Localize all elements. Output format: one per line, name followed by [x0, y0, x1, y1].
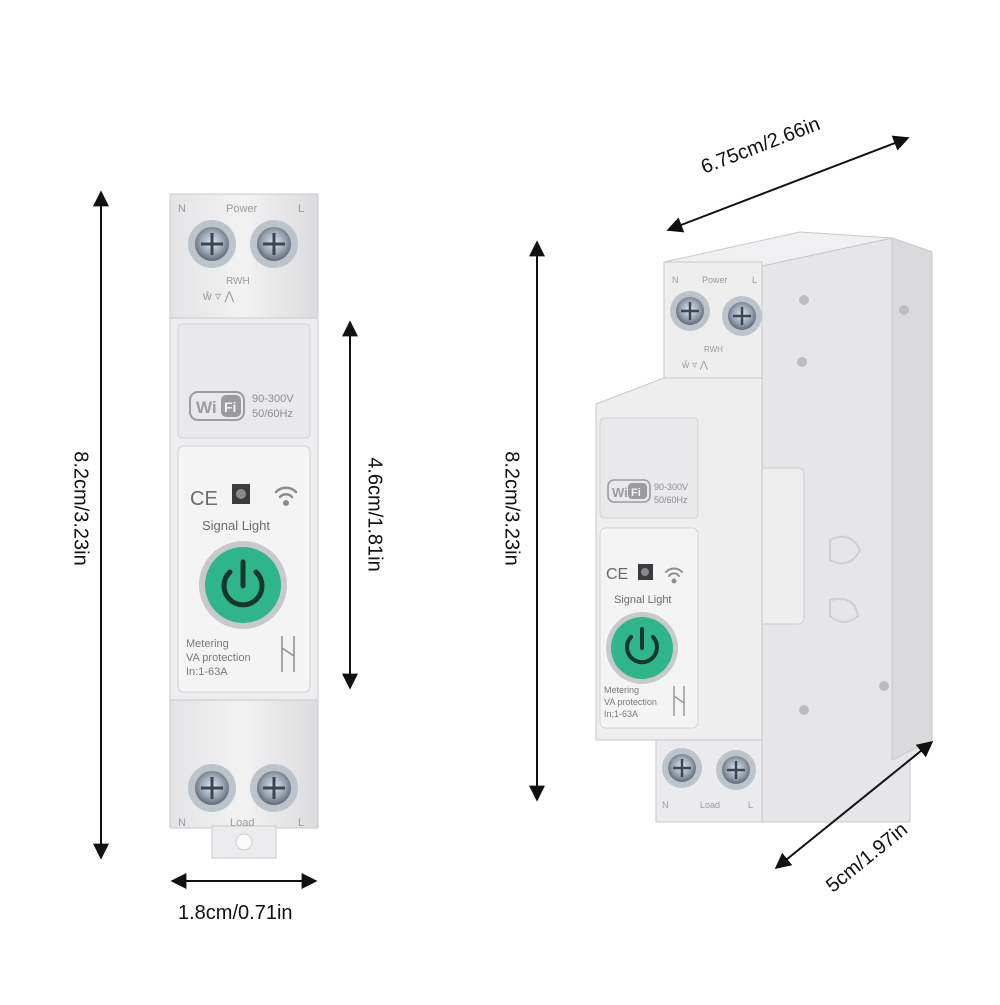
- screw-icon: [670, 291, 710, 331]
- svg-text:RWH: RWH: [704, 345, 723, 354]
- svg-text:ŵ ▿ ⋀: ŵ ▿ ⋀: [681, 360, 709, 371]
- wifi-logo: Wi Fi: [607, 479, 651, 503]
- svg-text:Fi: Fi: [631, 487, 641, 499]
- metering-label: Metering: [186, 638, 229, 650]
- frequency-rating: 50/60Hz: [252, 408, 293, 420]
- svg-text:Fi: Fi: [224, 399, 236, 415]
- side-depth-arrow: [666, 135, 910, 233]
- svg-text:ŵ ▿ ⋀: ŵ ▿ ⋀: [202, 289, 234, 303]
- screw-icon: [188, 220, 236, 268]
- front-device: N Power L RWH ŵ ▿ ⋀ Wi Fi 90-300V 50/60H…: [169, 193, 319, 859]
- screw-icon: [250, 220, 298, 268]
- side-width-arrow: [774, 740, 934, 870]
- power-button[interactable]: [199, 541, 287, 629]
- screw-icon: [716, 750, 756, 790]
- svg-text:50/60Hz: 50/60Hz: [654, 495, 688, 505]
- screw-icon: [250, 764, 298, 812]
- svg-text:L: L: [748, 800, 753, 810]
- bottom-left-terminal-label: N: [178, 817, 186, 829]
- svg-text:Metering: Metering: [604, 685, 639, 695]
- screw-icon: [188, 764, 236, 812]
- wifi-signal-icon: [665, 567, 683, 584]
- screw-icon: [722, 296, 762, 336]
- side-device: N Power L RWH ŵ ▿ ⋀ Wi Fi 90-300V 50/60H…: [595, 231, 933, 823]
- svg-text:Load: Load: [700, 800, 720, 810]
- screw-icon: [662, 748, 702, 788]
- svg-text:Power: Power: [702, 275, 728, 285]
- circuit-symbol-icon: [281, 636, 295, 672]
- front-height-label: 8.2cm/3.23in: [69, 451, 92, 566]
- svg-text:N: N: [672, 275, 679, 285]
- bottom-right-terminal-label: L: [298, 817, 304, 829]
- svg-text:Signal Light: Signal Light: [614, 594, 672, 606]
- current-range-label: In:1-63A: [186, 666, 228, 678]
- front-panel-height-label: 4.6cm/1.81in: [363, 457, 386, 572]
- load-label: Load: [230, 817, 254, 829]
- svg-text:CE: CE: [606, 566, 628, 583]
- svg-text:Wi: Wi: [196, 398, 217, 417]
- wifi-signal-icon: [274, 486, 298, 507]
- svg-text:N: N: [662, 800, 669, 810]
- voltage-rating: 90-300V: [252, 393, 294, 405]
- svg-text:In:1-63A: In:1-63A: [604, 709, 638, 719]
- svg-text:L: L: [752, 275, 757, 285]
- power-button[interactable]: [606, 612, 678, 684]
- va-protection-label: VA protection: [186, 652, 251, 664]
- side-height-label: 8.2cm/3.23in: [500, 451, 523, 566]
- svg-text:90-300V: 90-300V: [654, 482, 688, 492]
- signal-light-label: Signal Light: [202, 518, 270, 533]
- rs-label: RWH: [226, 276, 250, 287]
- top-left-terminal-label: N: [178, 203, 186, 215]
- front-width-label: 1.8cm/0.71in: [178, 902, 293, 924]
- wifi-logo: Wi Fi: [189, 391, 245, 421]
- svg-text:VA protection: VA protection: [604, 697, 657, 707]
- ce-mark: CE: [190, 488, 218, 510]
- circuit-symbol-icon: [673, 686, 685, 716]
- power-icon: [221, 569, 265, 608]
- svg-text:Wi: Wi: [612, 485, 628, 500]
- power-icon: [625, 635, 659, 665]
- power-label: Power: [226, 203, 258, 215]
- top-right-terminal-label: L: [298, 203, 304, 215]
